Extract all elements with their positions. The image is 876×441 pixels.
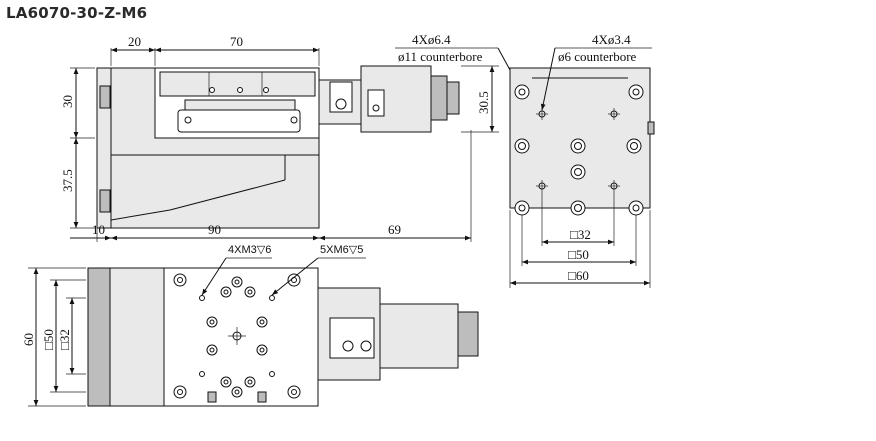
hand-knob (446, 81, 460, 115)
side-tab-upper (99, 85, 111, 109)
coupling-window (329, 81, 353, 113)
carriage-plate (177, 109, 301, 133)
top-coupling (329, 317, 375, 359)
motor-connector (367, 89, 385, 117)
dim-30-5: 30.5 (476, 91, 491, 114)
dim-sq60-end: □60 (568, 268, 589, 283)
dim-sq50-end: □50 (568, 247, 589, 262)
side-view: 20 70 30 37.5 10 90 69 30.5 4Xø6.4 ø11 c… (60, 32, 523, 242)
dim-30: 30 (60, 95, 75, 108)
top-motor-knob (457, 311, 479, 357)
end-plate-tab (647, 121, 655, 135)
end-plate (509, 67, 651, 209)
side-tab-lower (99, 189, 111, 213)
top-side-plate (87, 267, 111, 407)
callout-hole-large: 4Xø6.4 (412, 32, 451, 47)
motor-endcap (430, 75, 448, 121)
dim-sq50-top: □50 (41, 329, 56, 350)
top-motor (379, 303, 459, 369)
table-top-block (159, 71, 316, 97)
dim-69: 69 (388, 222, 401, 237)
callout-m6: 5XM6▽5 (320, 244, 363, 256)
dim-sq32-end: □32 (570, 227, 591, 242)
callout-counterbore-large: ø11 counterbore (398, 49, 483, 64)
callout-hole-small: 4Xø3.4 (592, 32, 631, 47)
m3-thread-icon (199, 295, 205, 301)
dim-60-top: 60 (21, 333, 36, 346)
dim-90: 90 (208, 222, 221, 237)
drawing-title: LA6070-30-Z-M6 (6, 4, 148, 22)
callout-counterbore-small: ø6 counterbore (558, 49, 637, 64)
dim-37-5: 37.5 (60, 169, 75, 192)
callout-m3: 4XM3▽6 (228, 244, 271, 256)
carriage-rail (184, 99, 296, 111)
dim-10: 10 (92, 222, 105, 237)
dim-20: 20 (128, 34, 141, 49)
end-view: 4Xø3.4 ø6 counterbore □32 □50 □60 (509, 32, 655, 288)
dim-sq32-top: □32 (57, 329, 72, 350)
dim-70: 70 (230, 34, 243, 49)
top-view: 4XM3▽6 5XM6▽5 60 □50 □32 (21, 244, 479, 407)
